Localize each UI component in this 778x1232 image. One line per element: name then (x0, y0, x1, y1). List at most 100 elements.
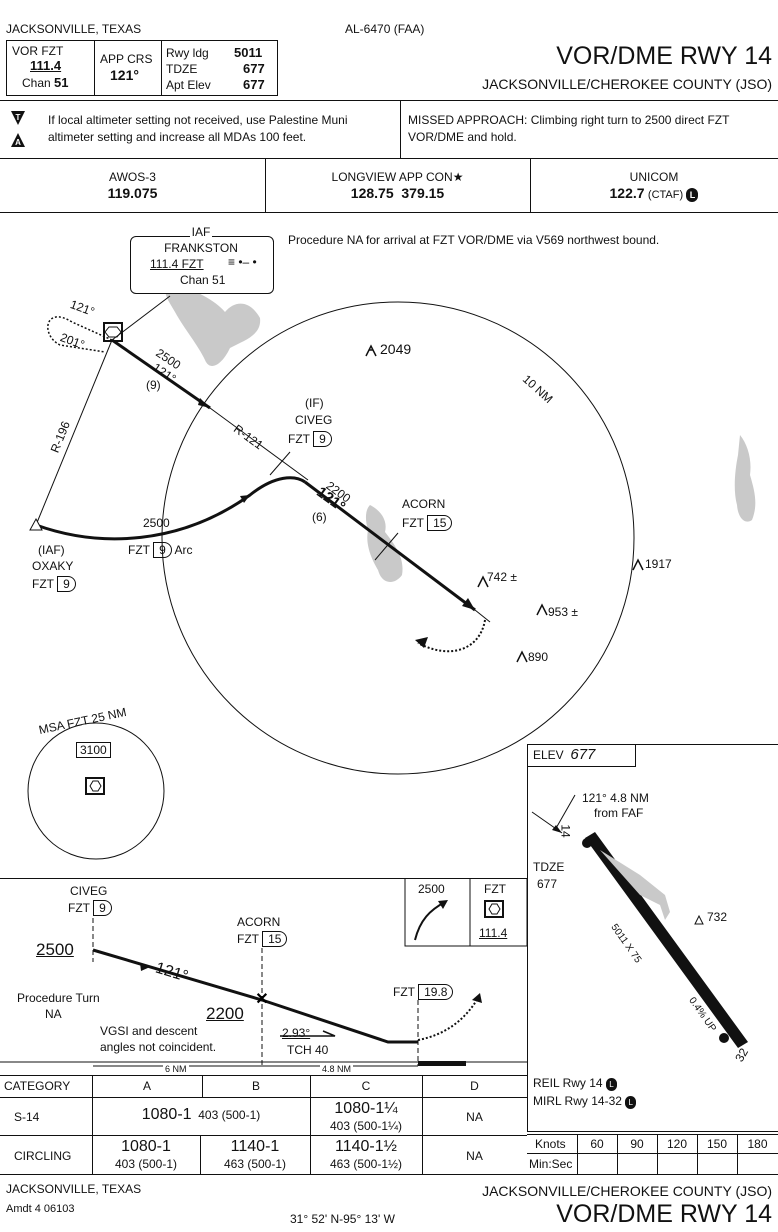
approach-control-frequency: 128.75 379.15 (350, 185, 445, 201)
altimeter-note-line-1: If local altimeter setting not received,… (48, 113, 348, 127)
obstacle-icon (632, 558, 644, 571)
missed-approach-track (417, 619, 486, 653)
s14-c-minimums: 1080-1¼ (334, 1100, 398, 1117)
circling-label: CIRCLING (14, 1149, 72, 1163)
faf-distance-note-1: 121° 4.8 NM (582, 791, 649, 805)
holding-altitude: 2500 (418, 882, 445, 896)
obstacle-732: 732 (707, 910, 728, 924)
faf-distance: (6) (312, 510, 327, 524)
procedure-title: VOR/DME RWY 14 (556, 42, 772, 70)
s14-label: S-14 (14, 1110, 40, 1124)
airport-elevation: ELEV 677 (533, 746, 596, 763)
circling-c-heights: 463 (500-1½) (329, 1157, 403, 1171)
profile-descent-path (92, 948, 418, 1044)
feeder-route (111, 338, 211, 410)
procedure-na-note: Procedure NA for arrival at FZT VOR/DME … (288, 233, 660, 247)
chart-code: AL-6470 (FAA) (345, 22, 425, 36)
vgsi-note-1: VGSI and descent (100, 1024, 198, 1038)
threshold-crossing-height: TCH 40 (287, 1043, 329, 1057)
holding-fix: FZT (484, 882, 506, 896)
altimeter-note-line-2: altimeter setting and increase all MDAs … (48, 130, 307, 144)
frankston-morse: ≡ •– • (228, 255, 257, 269)
obstacle-953: 953 ± (548, 605, 578, 619)
speed-150: 150 (706, 1137, 728, 1151)
vor-label: VOR FZT (12, 44, 64, 58)
footer-airport-name: JACKSONVILLE/CHEROKEE COUNTY (JSO) (482, 1183, 772, 1199)
profile-acorn: ACORN (237, 915, 281, 929)
category-header: CATEGORY (4, 1079, 71, 1093)
pilot-controlled-lighting-icon: L (625, 1096, 637, 1109)
mirl-note: MIRL Rwy 14-32 L (533, 1094, 637, 1109)
missed-climb-icon (414, 901, 446, 941)
profile-map-dme: FZT 19.8 (393, 984, 454, 1000)
airport-tdze: 677 (537, 877, 558, 891)
obstacle-icon (516, 650, 528, 663)
speed-180: 180 (747, 1137, 768, 1151)
briefing-box (6, 40, 278, 96)
reil-icon (582, 838, 592, 848)
profile-civeg-dme: FZT 9 (68, 900, 112, 916)
vor-frequency: 111.4 (30, 58, 62, 73)
circling-a-heights: 403 (500-1) (114, 1157, 178, 1171)
obstacle-icon (365, 344, 377, 357)
glide-angle: 2.93° (282, 1026, 311, 1040)
r196-radial (35, 339, 113, 526)
awos-label: AWOS-3 (109, 170, 156, 184)
acorn-dme: FZT 15 (402, 515, 453, 531)
amendment: Amdt 4 06103 (6, 1203, 75, 1215)
oxaky-name: OXAKY (32, 559, 74, 573)
awos-frequency: 119.075 (107, 185, 158, 201)
app-crs-label: APP CRS (100, 52, 153, 66)
profile-civeg: CIVEG (70, 884, 108, 898)
category-d-header: D (470, 1079, 479, 1093)
obstacle-1917: 1917 (645, 557, 672, 571)
header-city-state: JACKSONVILLE, TEXAS (6, 22, 142, 36)
speed-120: 120 (666, 1137, 688, 1151)
civeg-dme: FZT 9 (288, 431, 332, 447)
circling-a-minimums: 1080-1 (121, 1138, 171, 1155)
apt-elev-value: 677 (243, 77, 265, 92)
timing-table: Knots Min:Sec 60 90 120 150 180 (527, 1134, 778, 1175)
airport-name: JACKSONVILLE/CHEROKEE COUNTY (JSO) (482, 76, 772, 92)
knots-label: Knots (535, 1137, 566, 1151)
svg-text:T: T (16, 113, 21, 122)
circling-c-minimums: 1140-1½ (335, 1138, 397, 1155)
faf-distance-note-2: from FAF (594, 806, 644, 820)
airport-coordinates: 31° 52' N-95° 13' W (290, 1212, 395, 1226)
app-crs-value: 121° (110, 67, 139, 83)
runway-14-32 (585, 832, 748, 1048)
category-c-header: C (361, 1079, 371, 1093)
reil-note: REIL Rwy 14 L (533, 1076, 617, 1091)
rwy-ldg-label: Rwy ldg (166, 46, 209, 60)
reil-icon (719, 1033, 729, 1043)
speed-90: 90 (630, 1137, 644, 1151)
minimums-table: CATEGORY A B C D S-14 1080-1 403 (500-1)… (0, 1075, 527, 1175)
runway-profile (418, 1061, 466, 1066)
frankston-name: FRANKSTON (164, 241, 238, 255)
pilot-controlled-lighting-icon: L (686, 187, 699, 202)
category-a-header: A (142, 1079, 151, 1093)
lake-shape (165, 282, 261, 367)
arc-altitude: 2500 (143, 516, 170, 530)
runway-14-label: 14 (558, 824, 573, 838)
frankston-vor-icon (103, 322, 123, 342)
distance-6nm: 6 NM (163, 1064, 189, 1074)
civeg-name: CIVEG (295, 413, 333, 427)
frankston-label-box (130, 236, 274, 294)
profile-acorn-dme: FZT 15 (237, 931, 288, 947)
min-sec-label: Min:Sec (529, 1157, 573, 1171)
rwy-ldg-value: 5011 (234, 45, 263, 60)
vgsi-note-2: angles not coincident. (100, 1040, 217, 1054)
footer-city-state: JACKSONVILLE, TEXAS (6, 1182, 142, 1196)
obstacle-icon (536, 603, 548, 616)
circling-d-minimums: NA (466, 1149, 483, 1163)
profile-view: ✕ (0, 878, 527, 1067)
obstacle-890: 890 (528, 650, 549, 664)
final-approach-course (304, 480, 476, 612)
procedure-turn-note: Procedure Turn (17, 991, 100, 1005)
tdze-value: 677 (243, 61, 265, 76)
obstacle-icon (694, 914, 704, 925)
speed-60: 60 (590, 1137, 604, 1151)
unicom-frequency-block: 122.7 (CTAF) L (530, 186, 778, 202)
msa-circle (27, 722, 165, 860)
